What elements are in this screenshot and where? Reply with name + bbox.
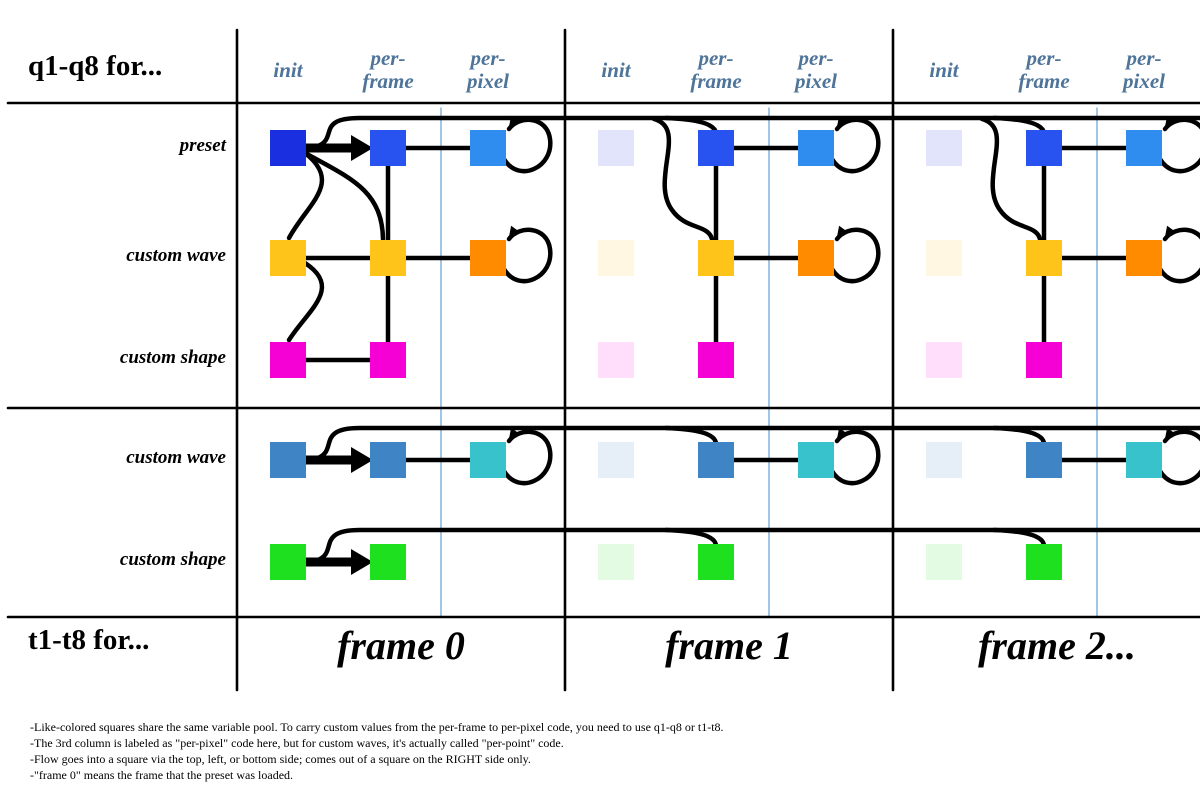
var-square-t-custom-wave-per-frame — [1026, 442, 1062, 478]
row-label-custom-wave: custom wave — [126, 447, 226, 468]
fat-arrowhead — [351, 135, 373, 161]
var-square-t-custom-shape-init — [598, 544, 634, 580]
var-square-q-preset-init — [270, 130, 306, 166]
flow-path — [1157, 427, 1200, 486]
flow-path — [286, 260, 325, 343]
flow-path — [501, 225, 553, 284]
column-header-init: init — [929, 57, 959, 82]
flow-path — [991, 425, 1047, 447]
var-square-q-preset-per-frame — [370, 130, 406, 166]
column-header-per-frame: per- frame — [1018, 46, 1070, 93]
flow-path — [829, 115, 881, 174]
var-square-q-custom-wave-per-frame — [698, 240, 734, 276]
var-square-q-custom-shape-per-frame — [1026, 342, 1062, 378]
var-square-t-custom-wave-per-frame — [370, 442, 406, 478]
var-square-q-custom-wave-per-pixel — [470, 240, 506, 276]
column-header-per-frame: per- frame — [690, 46, 742, 93]
column-header-per-pixel: per- pixel — [795, 46, 837, 93]
column-header-per-frame: per- frame — [362, 46, 414, 93]
var-square-t-custom-wave-init — [926, 442, 962, 478]
frame-label-2: frame 2... — [978, 623, 1136, 668]
var-square-q-custom-shape-init — [926, 342, 962, 378]
flow-path — [1157, 115, 1200, 174]
var-square-q-custom-wave-per-pixel — [1126, 240, 1162, 276]
flow-path — [651, 116, 715, 242]
var-square-q-custom-shape-per-frame — [370, 342, 406, 378]
var-square-q-custom-shape-per-frame — [698, 342, 734, 378]
flow-path — [991, 527, 1047, 549]
flow-path — [501, 115, 553, 174]
footnote-line: -Flow goes into a square via the top, le… — [30, 752, 531, 766]
column-header-per-pixel: per- pixel — [1123, 46, 1165, 93]
footnote-line: -Like-colored squares share the same var… — [30, 720, 724, 734]
var-square-t-custom-shape-per-frame — [1026, 544, 1062, 580]
var-square-q-preset-per-frame — [698, 130, 734, 166]
footnote-line: -The 3rd column is labeled as "per-pixel… — [30, 736, 564, 750]
frame-label-1: frame 1 — [665, 623, 793, 668]
var-square-q-preset-per-frame — [1026, 130, 1062, 166]
var-square-t-custom-wave-init — [270, 442, 306, 478]
flow-path — [1157, 225, 1200, 284]
var-square-q-preset-per-pixel — [1126, 130, 1162, 166]
flow-path — [663, 425, 719, 447]
var-square-t-custom-wave-per-pixel — [798, 442, 834, 478]
column-header-per-pixel: per- pixel — [467, 46, 509, 93]
var-square-q-preset-init — [926, 130, 962, 166]
var-square-t-custom-wave-init — [598, 442, 634, 478]
var-square-t-custom-shape-per-frame — [370, 544, 406, 580]
t-vars-title: t1-t8 for... — [28, 624, 150, 656]
var-square-q-custom-wave-per-frame — [1026, 240, 1062, 276]
flow-path — [979, 116, 1043, 242]
row-label-preset: preset — [179, 135, 226, 156]
var-square-t-custom-shape-per-frame — [698, 544, 734, 580]
footnote-line: -"frame 0" means the frame that the pres… — [30, 768, 294, 782]
var-square-t-custom-shape-init — [270, 544, 306, 580]
var-square-q-preset-init — [598, 130, 634, 166]
flow-path — [315, 115, 1200, 149]
var-square-t-custom-wave-per-frame — [698, 442, 734, 478]
var-square-t-custom-shape-init — [926, 544, 962, 580]
flow-path — [315, 425, 1200, 461]
flow-path — [501, 427, 553, 486]
flow-path — [663, 527, 719, 549]
flow-path — [302, 150, 386, 242]
flow-path — [829, 427, 881, 486]
frame-label-0: frame 0 — [337, 623, 465, 668]
var-square-q-preset-per-pixel — [798, 130, 834, 166]
var-square-q-custom-wave-init — [270, 240, 306, 276]
column-header-init: init — [273, 57, 303, 82]
var-square-q-custom-wave-per-frame — [370, 240, 406, 276]
flow-path — [829, 225, 881, 284]
flow-path — [315, 527, 1200, 563]
fat-arrowhead — [351, 549, 373, 575]
var-square-t-custom-wave-per-pixel — [1126, 442, 1162, 478]
row-label-custom-wave: custom wave — [126, 245, 226, 266]
row-label-custom-shape: custom shape — [119, 549, 226, 570]
var-square-q-custom-wave-per-pixel — [798, 240, 834, 276]
var-square-t-custom-wave-per-pixel — [470, 442, 506, 478]
footnotes: -Like-colored squares share the same var… — [30, 719, 724, 783]
fat-arrowhead — [351, 447, 373, 473]
var-square-q-custom-shape-init — [598, 342, 634, 378]
column-header-init: init — [601, 57, 631, 82]
q-vars-title: q1-q8 for... — [28, 50, 163, 82]
var-square-q-custom-wave-init — [598, 240, 634, 276]
flow-path — [286, 150, 325, 241]
var-square-q-custom-shape-init — [270, 342, 306, 378]
var-square-q-custom-wave-init — [926, 240, 962, 276]
var-square-q-preset-per-pixel — [470, 130, 506, 166]
row-label-custom-shape: custom shape — [119, 347, 226, 368]
